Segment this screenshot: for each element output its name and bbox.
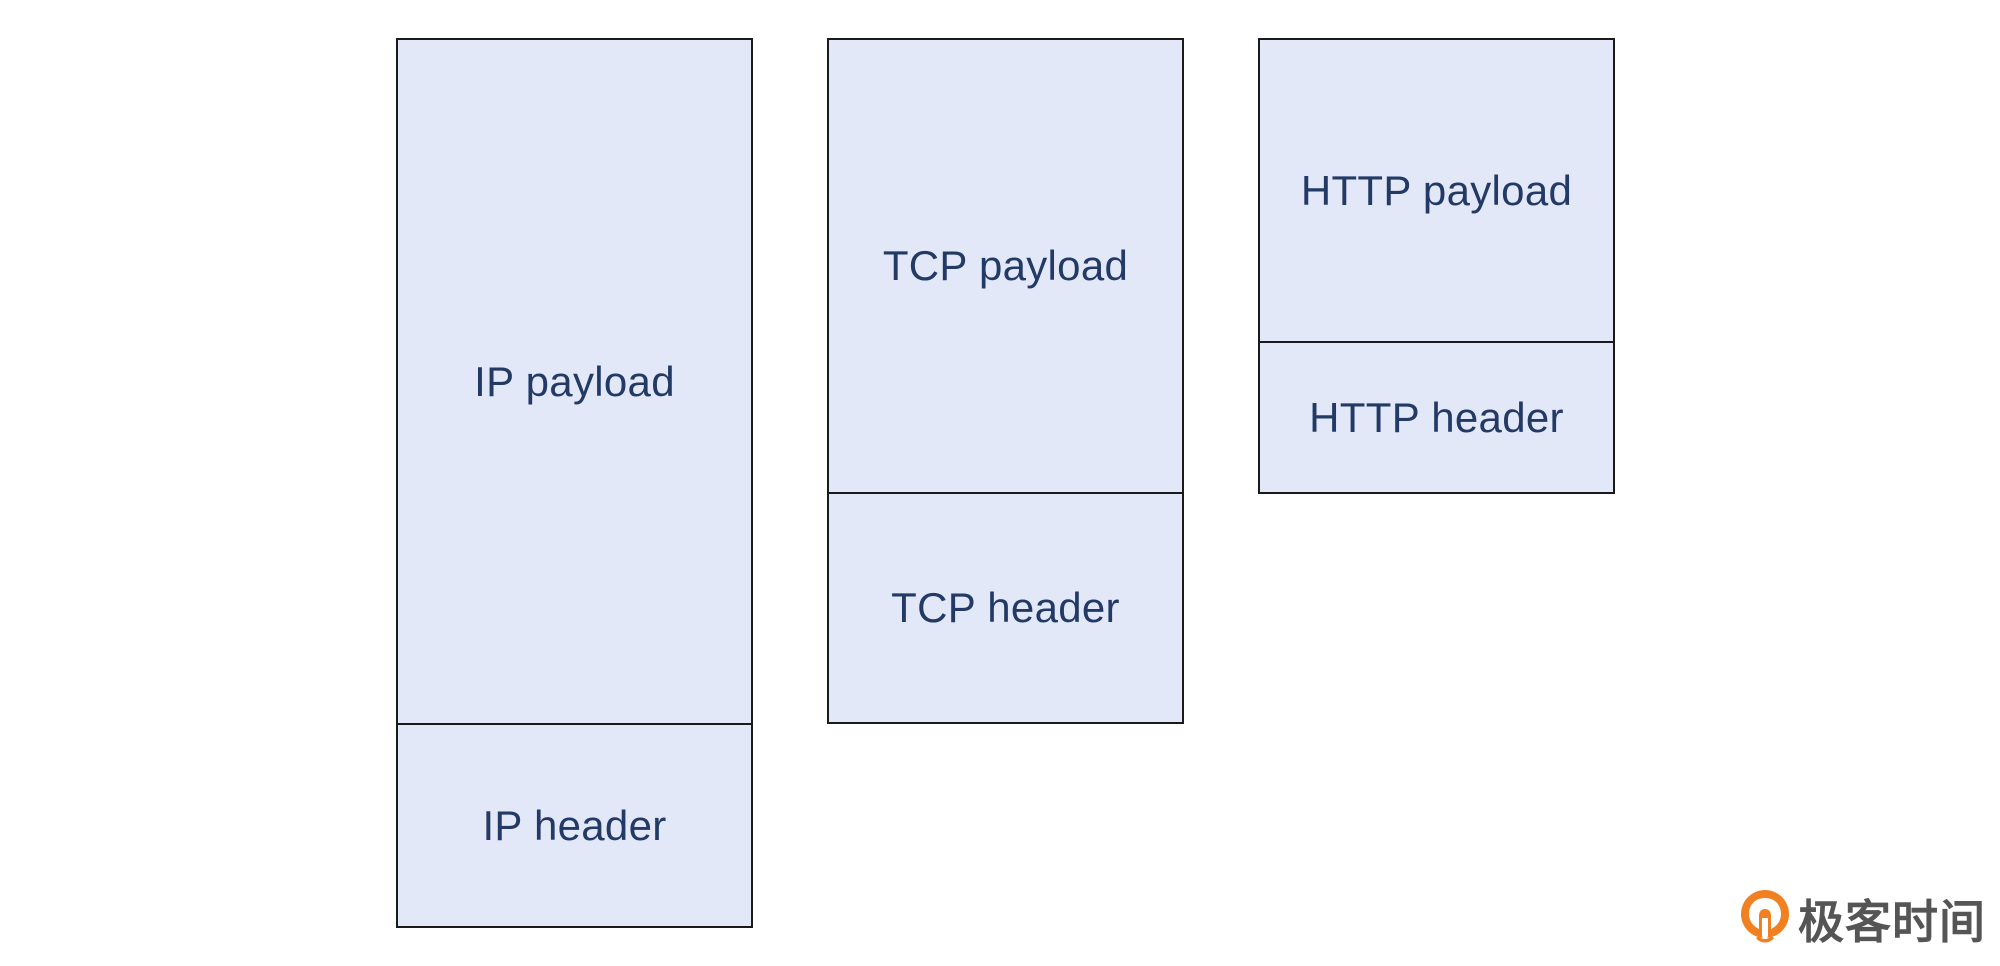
geektime-logo-icon xyxy=(1741,890,1789,946)
http-header-box: HTTP header xyxy=(1260,341,1613,492)
http-header-label: HTTP header xyxy=(1309,393,1564,441)
tcp-header-label: TCP header xyxy=(891,584,1120,631)
ip-packet-stack: IP payload IP header xyxy=(396,38,753,928)
tcp-segment-stack: TCP payload TCP header xyxy=(827,38,1184,724)
geektime-logo: 极客时间 xyxy=(1738,888,1986,950)
http-message-stack: HTTP payload HTTP header xyxy=(1258,38,1615,494)
ip-header-box: IP header xyxy=(398,723,751,926)
http-payload-box: HTTP payload xyxy=(1260,40,1613,341)
tcp-header-box: TCP header xyxy=(829,492,1182,722)
ip-payload-box: IP payload xyxy=(398,40,751,723)
geektime-logo-text: 极客时间 xyxy=(1798,895,1986,949)
ip-header-label: IP header xyxy=(482,801,667,849)
tcp-payload-box: TCP payload xyxy=(829,40,1182,492)
http-payload-label: HTTP payload xyxy=(1300,166,1573,214)
tcp-payload-label: TCP payload xyxy=(882,242,1129,289)
ip-payload-label: IP payload xyxy=(474,357,675,405)
